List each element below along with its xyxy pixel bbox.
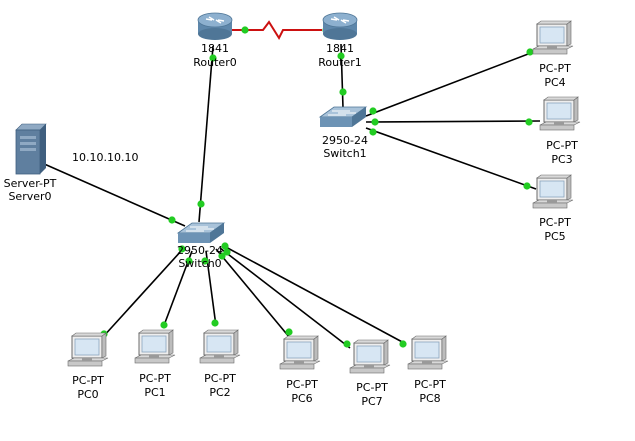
link-switch1-pc5[interactable]	[365, 127, 537, 190]
port-status-dot-switch0-4	[178, 245, 186, 253]
pc-icon	[134, 329, 176, 364]
device-model-label: PC-PT	[539, 62, 571, 75]
device-model-label: 2950-24	[177, 244, 223, 257]
pc-icon	[539, 96, 581, 131]
link-switch0-pc7[interactable]	[219, 247, 351, 349]
device-model-label: Server-PT	[4, 177, 57, 190]
router-icon	[322, 12, 358, 41]
port-status-dot-pc4-10	[526, 48, 534, 56]
port-status-dot-switch1-11	[371, 118, 379, 126]
port-status-dot-router0-0	[241, 26, 249, 34]
device-name-label: Router0	[193, 56, 236, 69]
port-status-dot-pc5-12	[523, 182, 531, 190]
device-name-label: PC4	[544, 76, 565, 89]
server-icon	[15, 123, 47, 175]
port-status-dot-pc3-11	[525, 118, 533, 126]
port-status-dot-pc7-8	[343, 340, 351, 348]
port-status-dot-switch1-2	[339, 88, 347, 96]
device-name-label: PC1	[144, 386, 165, 399]
link-switch1-pc4[interactable]	[365, 50, 537, 117]
port-status-dot-router0-1	[209, 54, 217, 62]
router-icon	[197, 12, 233, 41]
device-model-label: PC-PT	[286, 378, 318, 391]
port-status-dot-switch0-6	[201, 257, 209, 265]
port-status-dot-switch0-5	[185, 257, 193, 265]
ports-layer	[38, 26, 534, 348]
pc-icon	[199, 329, 241, 364]
device-model-label: PC-PT	[546, 139, 578, 152]
server-ip-label: 10.10.10.10	[72, 151, 138, 164]
device-name-label: Router1	[318, 56, 361, 69]
devices-layer: 1841Router01841Router12950-24Switch02950…	[4, 12, 581, 408]
link-switch0-pc8[interactable]	[221, 244, 407, 345]
port-status-dot-switch1-10	[369, 107, 377, 115]
port-status-dot-switch0-1	[197, 200, 205, 208]
device-model-label: 2950-24	[322, 134, 368, 147]
port-status-dot-switch0-3	[168, 216, 176, 224]
device-name-label: PC0	[77, 388, 98, 401]
device-model-label: PC-PT	[414, 378, 446, 391]
device-name-label: Server0	[8, 190, 51, 203]
link-switch1-pc3[interactable]	[365, 120, 541, 123]
pc-icon	[407, 335, 449, 370]
link-switch0-pc2[interactable]	[205, 250, 217, 327]
device-name-label: PC3	[551, 153, 572, 166]
device-name-label: PC2	[209, 386, 230, 399]
device-model-label: PC-PT	[72, 374, 104, 387]
pc-icon	[349, 339, 391, 374]
port-status-dot-router1-2	[337, 52, 345, 60]
link-router0-switch0[interactable]	[198, 45, 214, 223]
port-status-dot-pc1-5	[160, 321, 168, 329]
port-status-dot-pc2-6	[211, 319, 219, 327]
device-model-label: PC-PT	[139, 372, 171, 385]
device-name-label: Switch1	[323, 147, 366, 160]
device-model-label: 1841	[326, 42, 354, 55]
link-switch0-pc0[interactable]	[101, 249, 183, 339]
device-model-label: PC-PT	[539, 216, 571, 229]
device-model-label: PC-PT	[204, 372, 236, 385]
device-name-label: Switch0	[178, 257, 221, 270]
device-name-label: PC6	[291, 392, 312, 405]
pc-icon	[532, 174, 574, 209]
pc-icon	[532, 20, 574, 55]
port-status-dot-switch0-8	[223, 248, 231, 256]
links-layer	[41, 20, 541, 349]
port-status-dot-switch1-12	[369, 128, 377, 136]
device-name-label: PC8	[419, 392, 440, 405]
switch-icon	[319, 106, 367, 128]
pc-icon	[279, 335, 321, 370]
port-status-dot-switch0-7	[218, 252, 226, 260]
device-name-label: PC7	[361, 395, 382, 408]
device-model-label: PC-PT	[356, 381, 388, 394]
link-server0-switch0[interactable]	[41, 162, 186, 227]
device-name-label: PC5	[544, 230, 565, 243]
port-status-dot-pc6-7	[285, 328, 293, 336]
port-status-dot-pc8-9	[399, 340, 407, 348]
port-status-dot-switch0-9	[221, 242, 229, 250]
device-model-label: 1841	[201, 42, 229, 55]
link-router0-router1[interactable]	[232, 20, 322, 41]
link-switch0-pc6[interactable]	[215, 248, 291, 339]
pc-icon	[67, 332, 109, 367]
